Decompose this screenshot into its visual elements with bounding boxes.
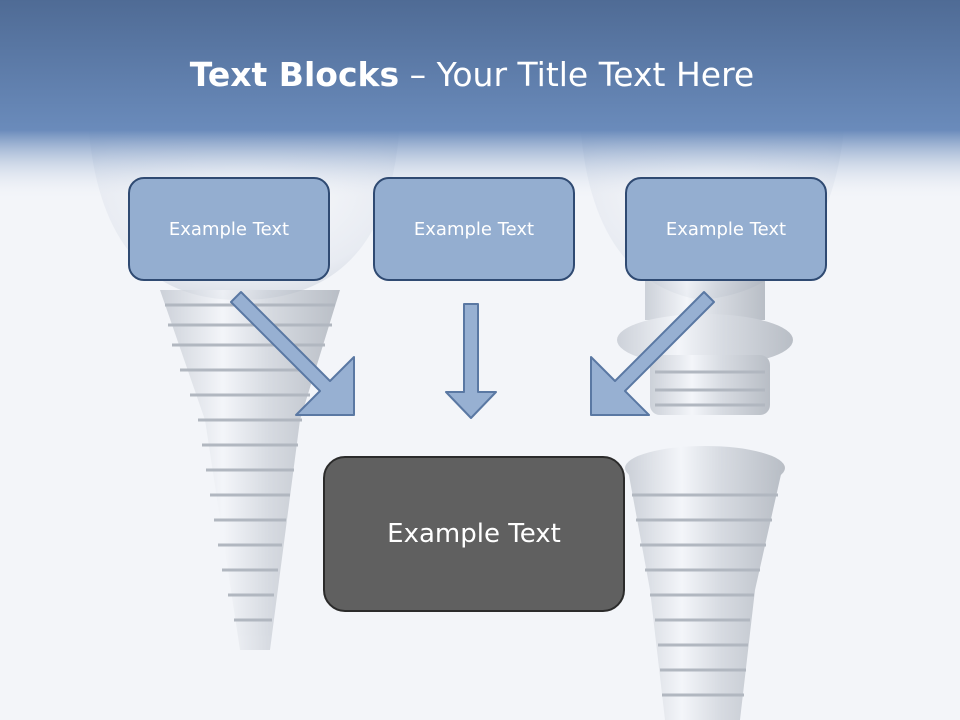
right-screw: [625, 446, 785, 720]
title-bold: Text Blocks: [189, 55, 400, 94]
text-block-1: Example Text: [128, 177, 330, 281]
main-text-block: Example Text: [323, 456, 625, 612]
page-title: Text Blocks – Your Title Text Here: [0, 52, 944, 98]
text-block-3: Example Text: [625, 177, 827, 281]
text-block-2: Example Text: [373, 177, 575, 281]
main-text-block-label: Example Text: [387, 519, 561, 549]
text-block-2-label: Example Text: [413, 218, 535, 240]
text-block-3-label: Example Text: [665, 218, 787, 240]
header-band: [0, 0, 960, 200]
title-rest: Your Title Text Here: [436, 55, 755, 94]
title-dash: –: [399, 55, 437, 94]
text-block-1-label: Example Text: [168, 218, 290, 240]
